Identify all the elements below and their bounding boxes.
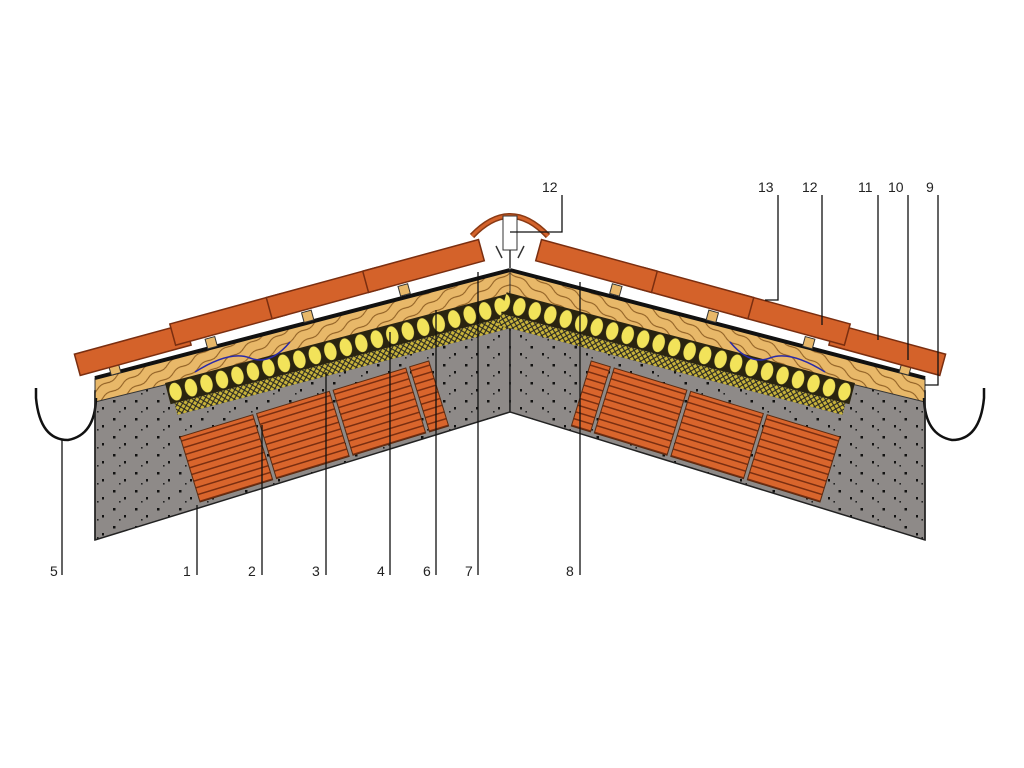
label-9: 9: [926, 179, 934, 195]
label-8: 8: [566, 563, 574, 579]
label-11: 11: [858, 179, 873, 195]
label-1: 1: [183, 563, 191, 579]
leader-lines: [61, 195, 939, 575]
roof-right-half: [496, 237, 986, 542]
label-12-ridge: 12: [542, 179, 558, 195]
label-5: 5: [50, 563, 58, 579]
label-12-tile: 12: [802, 179, 818, 195]
label-13: 13: [758, 179, 774, 195]
ridge-cap: [469, 213, 551, 268]
label-4: 4: [377, 563, 385, 579]
label-6: 6: [423, 563, 431, 579]
roof-left-half: [34, 237, 524, 542]
label-10: 10: [888, 179, 904, 195]
label-3: 3: [312, 563, 320, 579]
label-2: 2: [248, 563, 256, 579]
label-7: 7: [465, 563, 473, 579]
